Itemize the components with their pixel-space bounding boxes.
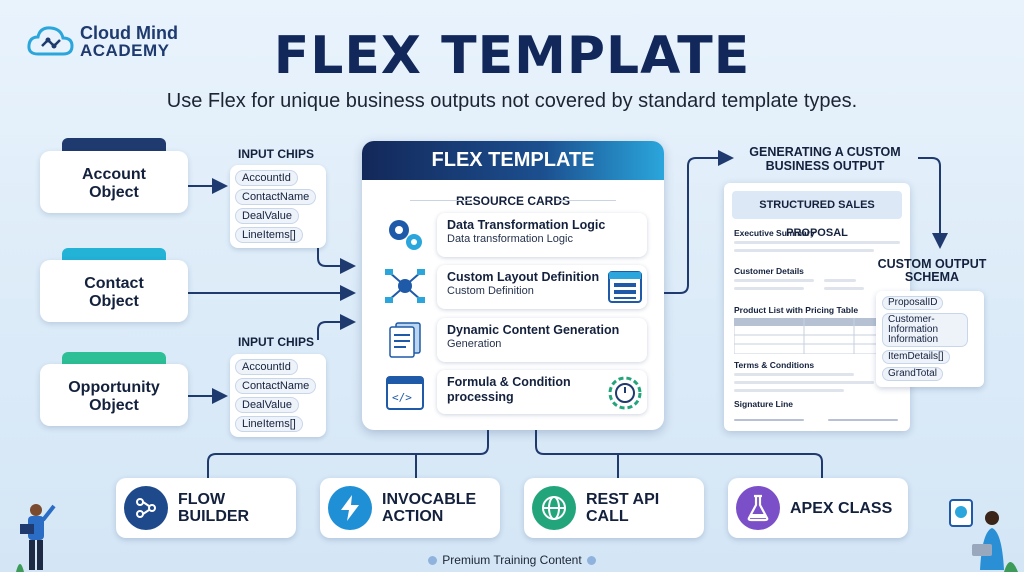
- input-chips-panel: AccountId ContactName DealValue LineItem…: [230, 165, 326, 248]
- lightning-icon: [328, 486, 372, 530]
- code-window-icon: </>: [386, 376, 424, 410]
- layout-icon: [608, 271, 642, 303]
- signature-line: [828, 419, 898, 421]
- action-label: FLOW BUILDER: [178, 491, 250, 525]
- page-title: FLEX TEMPLATE: [273, 26, 751, 86]
- action-label: REST API CALL: [586, 491, 660, 525]
- brand-name: Cloud Mind: [80, 23, 178, 43]
- schema-field[interactable]: ItemDetails[]: [882, 350, 950, 364]
- custom-output-schema-title: CUSTOM OUTPUT SCHEMA: [877, 257, 987, 284]
- resource-card[interactable]: Dynamic Content Generation Generation: [437, 318, 647, 362]
- footer-text: Premium Training Content: [442, 553, 582, 567]
- text-line: [734, 381, 874, 384]
- input-chip[interactable]: LineItems[]: [235, 227, 303, 243]
- opportunity-object-card[interactable]: Opportunity Object: [40, 364, 188, 426]
- flow-builder-button[interactable]: FLOW BUILDER: [116, 478, 296, 538]
- document-section-label: Executive Summary: [734, 228, 815, 238]
- divider: [410, 200, 470, 201]
- apex-class-button[interactable]: APEX CLASS: [728, 478, 908, 538]
- document-section-label: Product List with Pricing Table: [734, 305, 859, 315]
- action-label: INVOCABLE ACTION: [382, 491, 477, 525]
- input-chip[interactable]: LineItems[]: [235, 416, 303, 432]
- input-chip[interactable]: ContactName: [235, 378, 317, 394]
- flex-template-header: FLEX TEMPLATE: [362, 141, 664, 180]
- flow-icon: [124, 486, 168, 530]
- input-chip[interactable]: AccountId: [235, 359, 298, 375]
- settings-gear-icon: [608, 376, 642, 410]
- resource-card-subtitle: Generation: [447, 338, 502, 350]
- resource-card[interactable]: Formula & Condition processing: [437, 370, 647, 414]
- contact-object-card[interactable]: Contact Object: [40, 260, 188, 322]
- globe-icon: [532, 486, 576, 530]
- divider: [556, 200, 616, 201]
- gears-icon: [389, 220, 422, 250]
- text-line: [824, 287, 864, 290]
- flask-icon: [736, 486, 780, 530]
- documents-icon: [389, 322, 421, 358]
- brand-logo[interactable]: Cloud Mind ACADEMY: [26, 22, 178, 62]
- invocable-action-button[interactable]: INVOCABLE ACTION: [320, 478, 500, 538]
- schema-field[interactable]: GrandTotal: [882, 367, 943, 381]
- input-chip[interactable]: ContactName: [235, 189, 317, 205]
- generating-output-title: GENERATING A CUSTOM BUSINESS OUTPUT: [749, 145, 901, 173]
- bullet-dot: [586, 556, 596, 565]
- input-chips-panel: AccountId ContactName DealValue LineItem…: [230, 354, 326, 437]
- bullet-dot: [428, 556, 438, 565]
- input-chip[interactable]: DealValue: [235, 397, 299, 413]
- brand-subname: ACADEMY: [80, 41, 170, 60]
- document-header: STRUCTURED SALES PROPOSAL: [732, 191, 902, 239]
- document-section-label: Terms & Conditions: [734, 360, 815, 370]
- flex-template-card: FLEX TEMPLATE RESOURCE CARDS Data Transf…: [362, 141, 664, 430]
- document-section-label: Signature Line: [734, 399, 794, 409]
- schema-field[interactable]: ProposalID: [882, 296, 944, 310]
- input-chips-title: INPUT CHIPS: [237, 335, 314, 349]
- resource-card-title: Formula & Condition processing: [447, 375, 571, 404]
- input-chip[interactable]: DealValue: [235, 208, 299, 224]
- cloud-brain-icon: [27, 26, 74, 56]
- custom-output-schema-panel: ProposalID Customer-Information Informat…: [876, 291, 984, 387]
- network-icon: [385, 269, 425, 303]
- text-line: [734, 279, 814, 282]
- input-chip[interactable]: AccountId: [235, 170, 298, 186]
- pricing-table: [734, 318, 900, 354]
- input-chips-title: INPUT CHIPS: [237, 147, 314, 161]
- resource-card-title: Data Transformation Logic: [447, 218, 606, 232]
- rest-api-call-button[interactable]: REST API CALL: [524, 478, 704, 538]
- resource-card-title: Custom Layout Definition: [447, 270, 600, 284]
- text-line: [734, 389, 844, 392]
- resource-card-subtitle: Custom Definition: [447, 285, 534, 297]
- account-object-card[interactable]: Account Object: [40, 151, 188, 213]
- footer: Premium Training Content: [0, 553, 1024, 567]
- schema-field[interactable]: Customer-Information Information: [882, 313, 968, 347]
- action-label: APEX CLASS: [790, 499, 893, 517]
- text-line: [734, 249, 874, 252]
- resource-card-title: Dynamic Content Generation: [447, 323, 620, 337]
- document-section-label: Customer Details: [734, 266, 804, 276]
- text-line: [824, 279, 856, 282]
- resource-cards-title: RESOURCE CARDS: [455, 194, 570, 208]
- text-line: [734, 287, 804, 290]
- page-subtitle: Use Flex for unique business outputs not…: [166, 90, 858, 112]
- text-line: [734, 373, 854, 376]
- text-line: [734, 241, 900, 244]
- resource-card[interactable]: Data Transformation Logic Data transform…: [437, 213, 647, 257]
- signature-line: [734, 419, 804, 421]
- laptop-person-illustration: [949, 499, 1018, 572]
- svg-text:</>: </>: [392, 391, 412, 404]
- resource-card-subtitle: Data transformation Logic: [447, 233, 573, 245]
- presenter-illustration: [16, 504, 56, 572]
